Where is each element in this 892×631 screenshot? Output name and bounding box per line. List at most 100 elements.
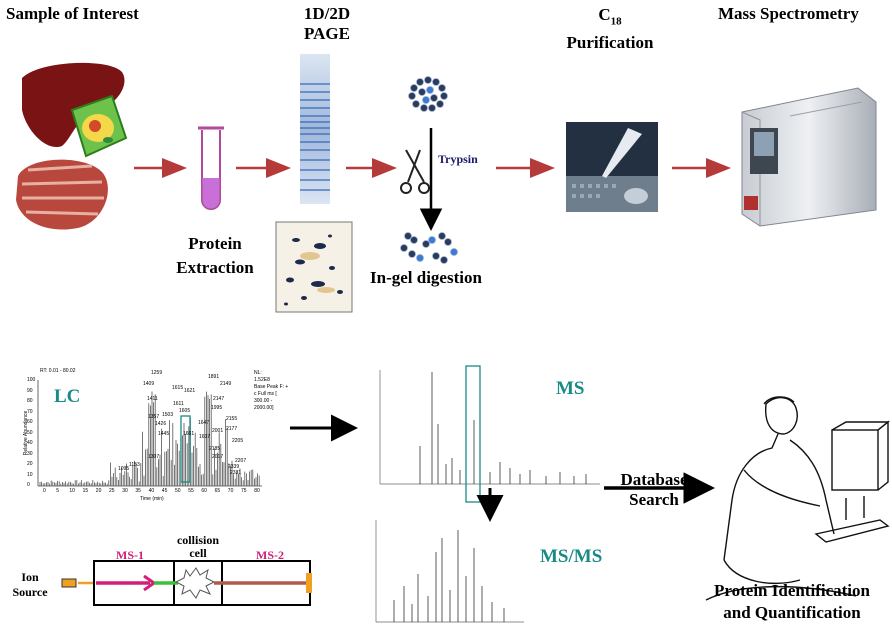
- lc-xtick: 50: [175, 488, 181, 494]
- label-c18-line2: Purification: [566, 33, 654, 53]
- ms-spectrum: [372, 360, 602, 503]
- ms-highlight-box: [465, 365, 481, 503]
- lc-ytick: 90: [27, 387, 33, 394]
- label-ingel-digestion: In-gel digestion: [370, 268, 482, 287]
- lc-peak-label: 1153: [129, 462, 140, 468]
- lc-xtick: 55: [188, 488, 194, 494]
- lc-peak-label: 1095: [118, 466, 130, 472]
- label-lc: LC: [54, 386, 81, 407]
- lc-peak-label: 1259: [151, 370, 163, 376]
- lc-peak-label: 1445: [158, 431, 170, 437]
- label-ion-source: Ion Source: [10, 570, 50, 600]
- lc-peak-label: 1647: [198, 420, 210, 426]
- lc-ytick: 40: [27, 440, 33, 446]
- lc-peak-label: 1661: [183, 431, 195, 437]
- lc-highlight-box: [180, 415, 191, 483]
- label-mass-spectrometry: Mass Spectrometry: [718, 4, 859, 23]
- lc-ytick: 0: [27, 482, 30, 488]
- lc-xtick: 0: [43, 488, 46, 494]
- lc-peak-label: 1611: [173, 401, 184, 407]
- lc-ytick: 60: [27, 419, 33, 425]
- c18-purification-photo: [566, 122, 658, 212]
- lc-peak-label: 2205: [232, 438, 244, 444]
- label-protein-identification: Protein Identification and Quantificatio…: [694, 580, 890, 624]
- lc-ytick: 80: [27, 398, 33, 404]
- lc-xtick: 75: [241, 488, 247, 494]
- lc-ytick: 30: [27, 450, 33, 457]
- label-protein-identification-line1: Protein Identification: [714, 581, 870, 600]
- label-protein-extraction-line2: Extraction: [176, 258, 254, 277]
- lc-peak-label: 2155: [226, 416, 238, 422]
- label-protein-identification-line2: and Quantification: [723, 603, 861, 622]
- lc-ytick: 10: [27, 471, 33, 478]
- scissors-icon: [400, 149, 430, 194]
- lc-ytick: 20: [27, 461, 33, 467]
- label-sample-of-interest: Sample of Interest: [6, 4, 139, 23]
- lc-xtick: 60: [201, 488, 207, 494]
- label-ion-source-line1: Ion: [21, 570, 39, 584]
- lc-nl-line: c Full ms [: [254, 391, 277, 397]
- label-collision-cell: collision cell: [166, 534, 230, 560]
- label-ion-source-line2: Source: [12, 585, 48, 599]
- lc-xtick: 35: [135, 488, 141, 494]
- lc-nl-line: Base Peak F: +: [254, 384, 289, 390]
- lc-xtick: 25: [109, 488, 115, 494]
- test-tube-illustration: [198, 126, 224, 210]
- lc-peak-label: 1426: [155, 421, 167, 427]
- lc-xtick: 20: [95, 488, 102, 494]
- label-msms: MS/MS: [540, 546, 603, 567]
- label-c18-sub: 18: [610, 15, 622, 28]
- label-protein-extraction-line1: Protein: [188, 234, 242, 253]
- lc-peak-label: 1637: [199, 434, 211, 440]
- lc-xtick: 10: [69, 488, 75, 494]
- lc-xtick: 5: [56, 488, 59, 494]
- lc-peak-label: 2001: [212, 428, 224, 434]
- msms-spectrum: [375, 520, 524, 623]
- lc-peak-label: 1621: [184, 388, 196, 394]
- label-ms2: MS-2: [256, 548, 284, 562]
- gel-2d-illustration: [275, 221, 353, 313]
- lc-xtick: 15: [82, 488, 89, 494]
- lc-peak-label: 1995: [211, 405, 223, 411]
- lc-nl-line: NL:: [254, 370, 262, 376]
- lc-peak-label: 1503: [162, 412, 174, 418]
- label-collision-cell-line1: collision: [176, 533, 219, 547]
- ion-source-box: [61, 578, 77, 588]
- plant-cell-illustration: [70, 94, 128, 158]
- lc-xtick: 30: [122, 488, 128, 494]
- meat-illustration: [16, 159, 108, 230]
- lc-ytick: 70: [27, 408, 33, 415]
- label-c18-purification: C18 Purification: [540, 4, 680, 54]
- label-protein-extraction: Protein Extraction: [160, 232, 270, 280]
- label-database-search-line2: Search: [629, 490, 679, 509]
- lc-nl-info: NL: 1.52E8 Base Peak F: + c Full ms [ 30…: [254, 370, 288, 412]
- lc-peak-label: 1357: [148, 414, 160, 420]
- label-ms1: MS-1: [116, 548, 144, 562]
- lc-peak-label: 2177: [226, 426, 238, 432]
- lc-xtick: 80: [254, 488, 260, 494]
- lc-xtick: 40: [148, 488, 155, 494]
- lc-peak-label: 1891: [208, 374, 220, 380]
- label-database-search-line1: Database: [620, 470, 688, 489]
- lc-peak-label: 2149: [220, 381, 232, 387]
- tandem-ms-schematic: [61, 560, 312, 606]
- lc-xtick: 65: [214, 488, 221, 494]
- label-ms: MS: [556, 378, 585, 399]
- mass-spectrometer-illustration: [741, 87, 877, 227]
- lc-ytick: 50: [27, 429, 33, 436]
- collision-burst-icon: [174, 567, 216, 599]
- gel-1d-illustration: [300, 54, 330, 204]
- lc-peak-label: 2147: [213, 396, 225, 402]
- liver-illustration: [22, 62, 125, 148]
- label-collision-cell-line2: cell: [189, 546, 207, 560]
- detector-box: [306, 573, 312, 593]
- label-c18-c: C: [598, 5, 611, 24]
- lc-peak-label: 1411: [147, 396, 158, 402]
- lc-xtick: 45: [161, 488, 168, 494]
- lc-peak-label: 2185: [209, 446, 221, 452]
- lc-rt-label: RT: 0.01 - 80.02: [40, 368, 76, 374]
- lc-peak-label: 1605: [179, 408, 191, 414]
- lc-peak-label: 2331: [230, 470, 242, 476]
- lc-peak-label: 2017: [212, 454, 224, 460]
